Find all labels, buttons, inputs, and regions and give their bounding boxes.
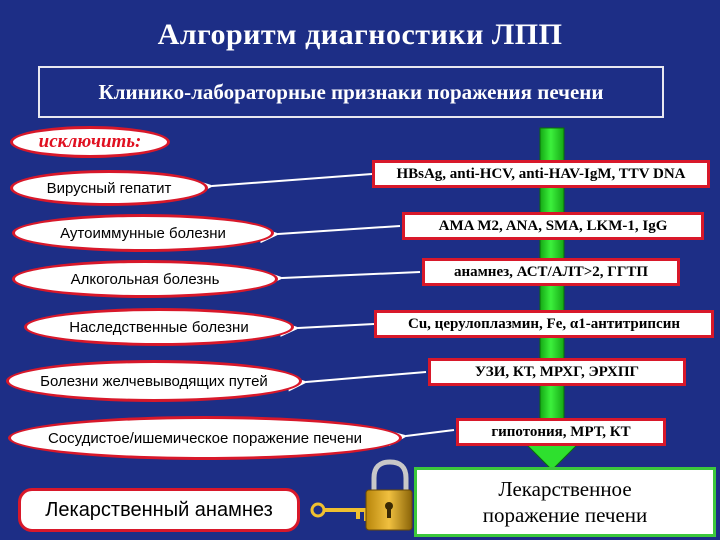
result-line-1: Лекарственное bbox=[498, 476, 632, 501]
disease-autoimmune: Аутоиммунные болезни bbox=[12, 214, 274, 252]
arrow-6 bbox=[387, 429, 455, 447]
result-box: Лекарственное поражение печени bbox=[414, 467, 716, 537]
test-vascular: гипотония, МРТ, КТ bbox=[456, 418, 666, 446]
test-hereditary: Cu, церулоплазмин, Fe, α1-антитрипсин bbox=[374, 310, 714, 338]
exclude-label: исключить: bbox=[10, 126, 170, 158]
test-viral: HBsAg, anti-HCV, anti-HAV-IgM, TTV DNA bbox=[372, 160, 710, 188]
connector-arrows bbox=[193, 173, 455, 447]
padlock-icon bbox=[365, 459, 413, 531]
disease-vascular: Сосудистое/ишемическое поражение печени bbox=[8, 416, 402, 460]
disease-biliary: Болезни желчевыводящих путей bbox=[6, 360, 302, 402]
arrow-4 bbox=[279, 320, 375, 337]
disease-hereditary: Наследственные болезни bbox=[24, 308, 294, 346]
header-text: Клинико-лабораторные признаки поражения … bbox=[98, 79, 604, 104]
page-title: Алгоритм диагностики ЛПП bbox=[157, 18, 563, 51]
disease-viral-hepatitis: Вирусный гепатит bbox=[10, 170, 208, 206]
arrow-5 bbox=[287, 371, 427, 392]
arrow-1 bbox=[193, 173, 373, 196]
test-autoimmune: AMA M2, ANA, SMA, LKM-1, IgG bbox=[402, 212, 704, 240]
test-alcoholic: анамнез, АСТ/АЛТ>2, ГГТП bbox=[422, 258, 680, 286]
arrow-2 bbox=[259, 225, 401, 244]
drug-history-box: Лекарственный анамнез bbox=[18, 488, 300, 532]
header-box: Клинико-лабораторные признаки поражения … bbox=[38, 66, 664, 118]
test-biliary: УЗИ, КТ, МРХГ, ЭРХПГ bbox=[428, 358, 686, 386]
result-line-2: поражение печени bbox=[482, 503, 648, 527]
key-icon bbox=[310, 502, 372, 521]
arrow-3 bbox=[263, 270, 421, 287]
disease-alcoholic: Алкогольная болезнь bbox=[12, 260, 278, 298]
